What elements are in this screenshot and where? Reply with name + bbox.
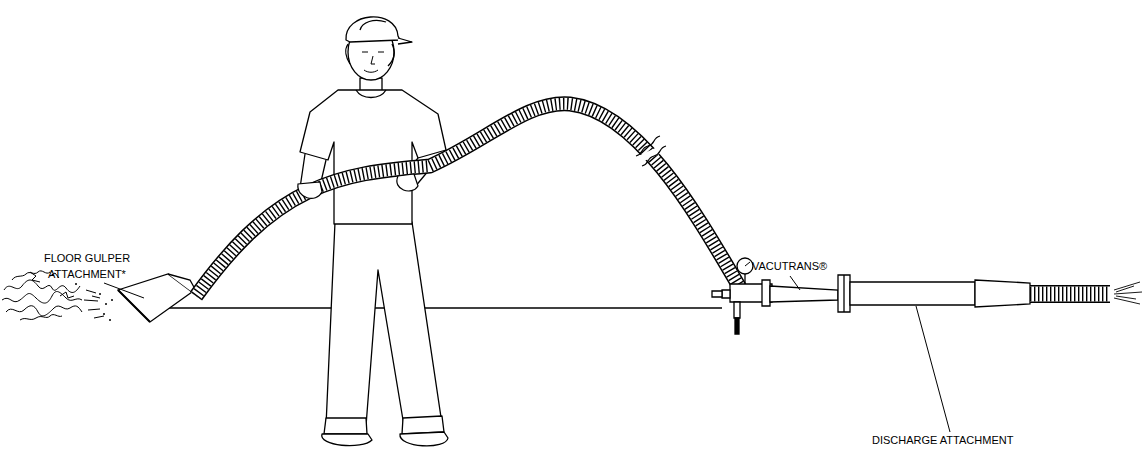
t-shirt [300, 90, 446, 224]
gulper-mouth [118, 290, 150, 322]
discharge-tube [850, 282, 975, 305]
discharge-hose [1030, 294, 1110, 295]
venturi-body [770, 286, 838, 302]
suction-hose [196, 104, 740, 296]
flange [838, 275, 850, 312]
hands [298, 174, 418, 198]
collar [356, 90, 386, 98]
gauge-needle [745, 262, 750, 266]
hose-fill [1030, 287, 1110, 302]
debris-dot [75, 283, 77, 285]
debris-scribble [4, 280, 80, 292]
hat-brim [398, 38, 412, 44]
part-label: DISCHARGE ATTACHMENT [872, 432, 1013, 448]
right-hand [397, 174, 418, 191]
discharge-attachment [850, 280, 1030, 307]
debris-dot [109, 319, 111, 321]
air-fitting [712, 291, 722, 297]
hose-ribs [1030, 287, 1110, 302]
vacutrans-unit [712, 258, 850, 334]
pressure-gauge [737, 258, 753, 274]
leader-line [104, 283, 144, 298]
leader-lines [104, 276, 950, 432]
leader-line [790, 276, 800, 290]
debris-scribble [6, 306, 82, 316]
valve-handle [735, 318, 739, 334]
debris-dot [103, 313, 105, 315]
pants [326, 222, 442, 426]
pant-cuff [402, 416, 444, 434]
break-line [636, 136, 660, 156]
break-line [642, 146, 666, 166]
hose-ribs [196, 104, 740, 296]
debris-dot [105, 303, 107, 305]
floor-line [165, 307, 722, 308]
part-label: FLOOR GULPER ATTACHMENT* [38, 250, 136, 282]
debris-scribble [20, 315, 62, 320]
break-mark [636, 136, 668, 166]
discharge-spray [1114, 282, 1142, 304]
debris-dots [75, 283, 113, 321]
hose-outline [1030, 285, 1110, 303]
hat-ridge [360, 20, 386, 30]
discharge-coupling [975, 280, 1030, 307]
floor-gulper [118, 274, 200, 322]
left-hand [298, 182, 322, 198]
part-label: VACUTRANS® [752, 258, 827, 274]
hose-outline [196, 104, 740, 296]
hair [346, 44, 394, 66]
hard-hat [346, 17, 400, 42]
hose-fill [196, 104, 740, 296]
pant-cuff [324, 418, 367, 434]
shoe [322, 434, 372, 446]
break-gap [638, 146, 668, 160]
face [362, 52, 384, 72]
operator-figure [300, 17, 448, 446]
debris-dot [111, 299, 113, 301]
spray-lines [1114, 282, 1142, 304]
debris-dot [99, 293, 101, 295]
suction-stream [84, 290, 104, 318]
valve-body [734, 302, 740, 318]
leader-line [916, 306, 950, 432]
shoe [400, 432, 448, 446]
air-inlet [722, 290, 730, 298]
inlet-coupling [762, 280, 770, 306]
flange-joint [843, 275, 844, 312]
